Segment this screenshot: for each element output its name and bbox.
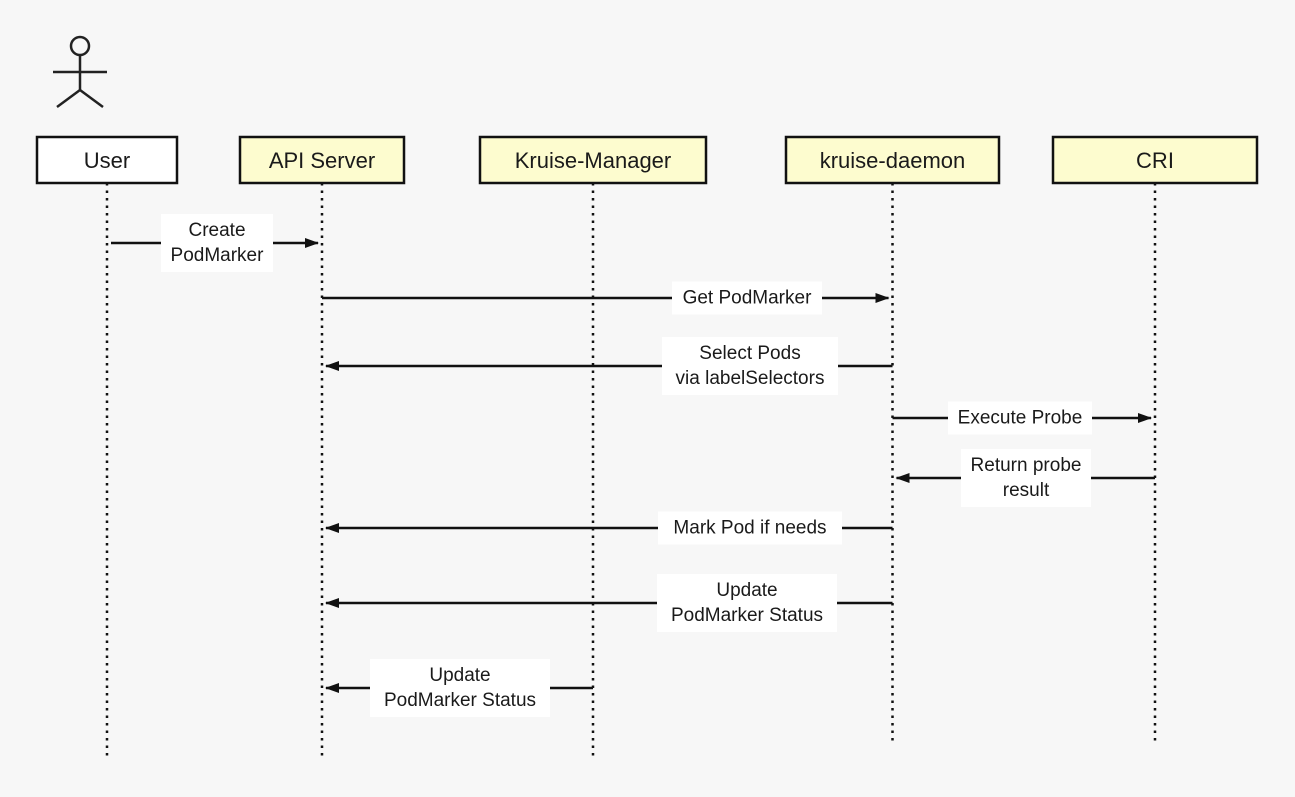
message-label-background [672,281,822,315]
message-label: Get PodMarker [672,281,822,315]
message-label-line: Update [716,580,777,601]
message-5: Return probe result [895,449,1155,507]
participant-box-cri [1051,135,1259,185]
message-label-line: via labelSelectors [676,368,825,389]
message-label-line: PodMarker Status [671,605,823,626]
message-label-line: Return probe [971,455,1082,476]
participant-cri: CRI [1051,135,1259,185]
message-label-line: Select Pods [699,343,800,364]
participant-box-daemon [784,135,1001,185]
participant-box-manager [478,135,708,185]
message-label-line: result [1003,480,1050,501]
message-3: Select Pods via labelSelectors [325,337,893,395]
message-label: Execute Probe [948,401,1092,435]
participant-box-user [35,135,179,185]
message-2: Get PodMarker [322,281,890,315]
message-label-line: Execute Probe [958,408,1083,429]
message-label-line: Update [429,665,490,686]
participant-box-api [238,135,406,185]
stick-figure-actor-icon [53,35,107,109]
participant-label-manager: Kruise-Manager [515,148,672,173]
message-label-line: Get PodMarker [683,288,812,309]
message-label-background [161,214,273,272]
message-label-line: Mark Pod if needs [673,518,826,539]
message-label: Return probe result [961,449,1091,507]
message-label-background [657,574,837,632]
message-label-line: PodMarker Status [384,690,536,711]
participant-api: API Server [238,135,406,185]
message-label: Mark Pod if needs [658,511,842,545]
message-label-background [658,511,842,545]
message-label-line: Create [188,220,245,241]
participant-user: User [35,135,179,185]
message-label-line: PodMarker [171,245,265,266]
message-label-background [370,659,550,717]
participant-label-api: API Server [269,148,375,173]
participant-label-cri: CRI [1136,148,1174,173]
message-label-background [948,401,1092,435]
message-label-background [662,337,838,395]
participant-manager: Kruise-Manager [478,135,708,185]
message-4: Execute Probe [892,401,1152,435]
participant-label-daemon: kruise-daemon [820,148,966,173]
message-label: Select Pods via labelSelectors [662,337,838,395]
participant-daemon: kruise-daemon [784,135,1001,185]
message-label-background [961,449,1091,507]
participant-label-user: User [84,148,130,173]
message-6: Mark Pod if needs [325,511,893,545]
